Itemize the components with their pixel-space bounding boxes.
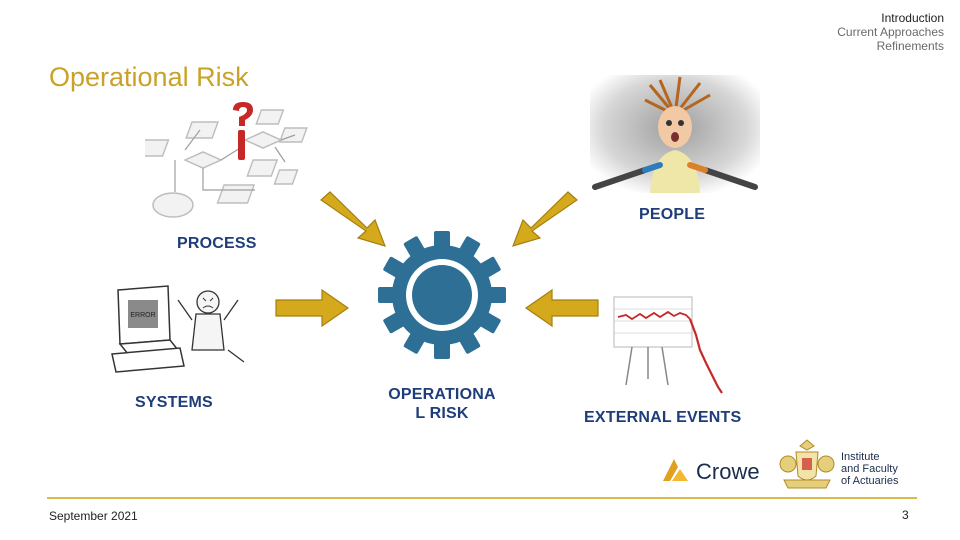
systems-error-computer-illustration: ERROR [111, 285, 245, 373]
systems-screen-text: ERROR [130, 312, 155, 319]
gear-tooth [434, 231, 450, 251]
systems-label: SYSTEMS [135, 394, 213, 411]
gear-tooth [378, 287, 398, 303]
footer-date: September 2021 [49, 509, 138, 523]
ifoa-crest-logo [779, 439, 835, 489]
process-label: PROCESS [177, 235, 257, 252]
gear-tooth [403, 329, 427, 354]
ifoa-line3: of Actuaries [841, 475, 899, 487]
process-flowchart-illustration [145, 102, 308, 218]
nav-item-current-approaches[interactable]: Current Approaches [837, 25, 944, 39]
external-events-falling-chart-illustration [613, 296, 723, 394]
slide-title: Operational Risk [49, 62, 249, 92]
people-shocked-person-illustration [590, 75, 760, 193]
external-events-label: EXTERNAL EVENTS [584, 409, 742, 426]
gear-tooth [383, 310, 408, 334]
ifoa-line2: and Faculty [841, 463, 898, 475]
gear-tooth [383, 256, 408, 280]
arrow-from-people [512, 191, 578, 247]
crowe-logo: Crowe [663, 459, 760, 484]
gear-tooth [457, 236, 481, 261]
crowe-logo-text: Crowe [696, 459, 760, 484]
section-nav: Introduction Current Approaches Refineme… [837, 11, 944, 53]
arrow-from-external-events [524, 288, 599, 328]
page-number: 3 [902, 508, 909, 522]
arrow-from-process [320, 191, 386, 247]
gear-tooth [403, 236, 427, 261]
nav-item-introduction[interactable]: Introduction [881, 11, 944, 25]
operational-risk-label-line1: OPERATIONA [388, 386, 496, 403]
gear-tooth [434, 339, 450, 359]
operational-risk-label-line2: L RISK [415, 405, 469, 422]
gear-icon [378, 231, 506, 359]
people-label: PEOPLE [639, 206, 706, 223]
nav-item-refinements[interactable]: Refinements [876, 39, 944, 53]
arrow-from-systems [275, 288, 350, 328]
gear-tooth [486, 287, 506, 303]
gear-tooth [457, 329, 481, 354]
ifoa-logo-text: Institute and Faculty of Actuaries [841, 451, 898, 487]
gear-tooth [476, 256, 501, 280]
ifoa-line1: Institute [841, 451, 880, 463]
gear-tooth [476, 310, 501, 334]
footer-divider [47, 497, 917, 499]
operational-risk-label: OPERATIONA L RISK [380, 385, 504, 423]
